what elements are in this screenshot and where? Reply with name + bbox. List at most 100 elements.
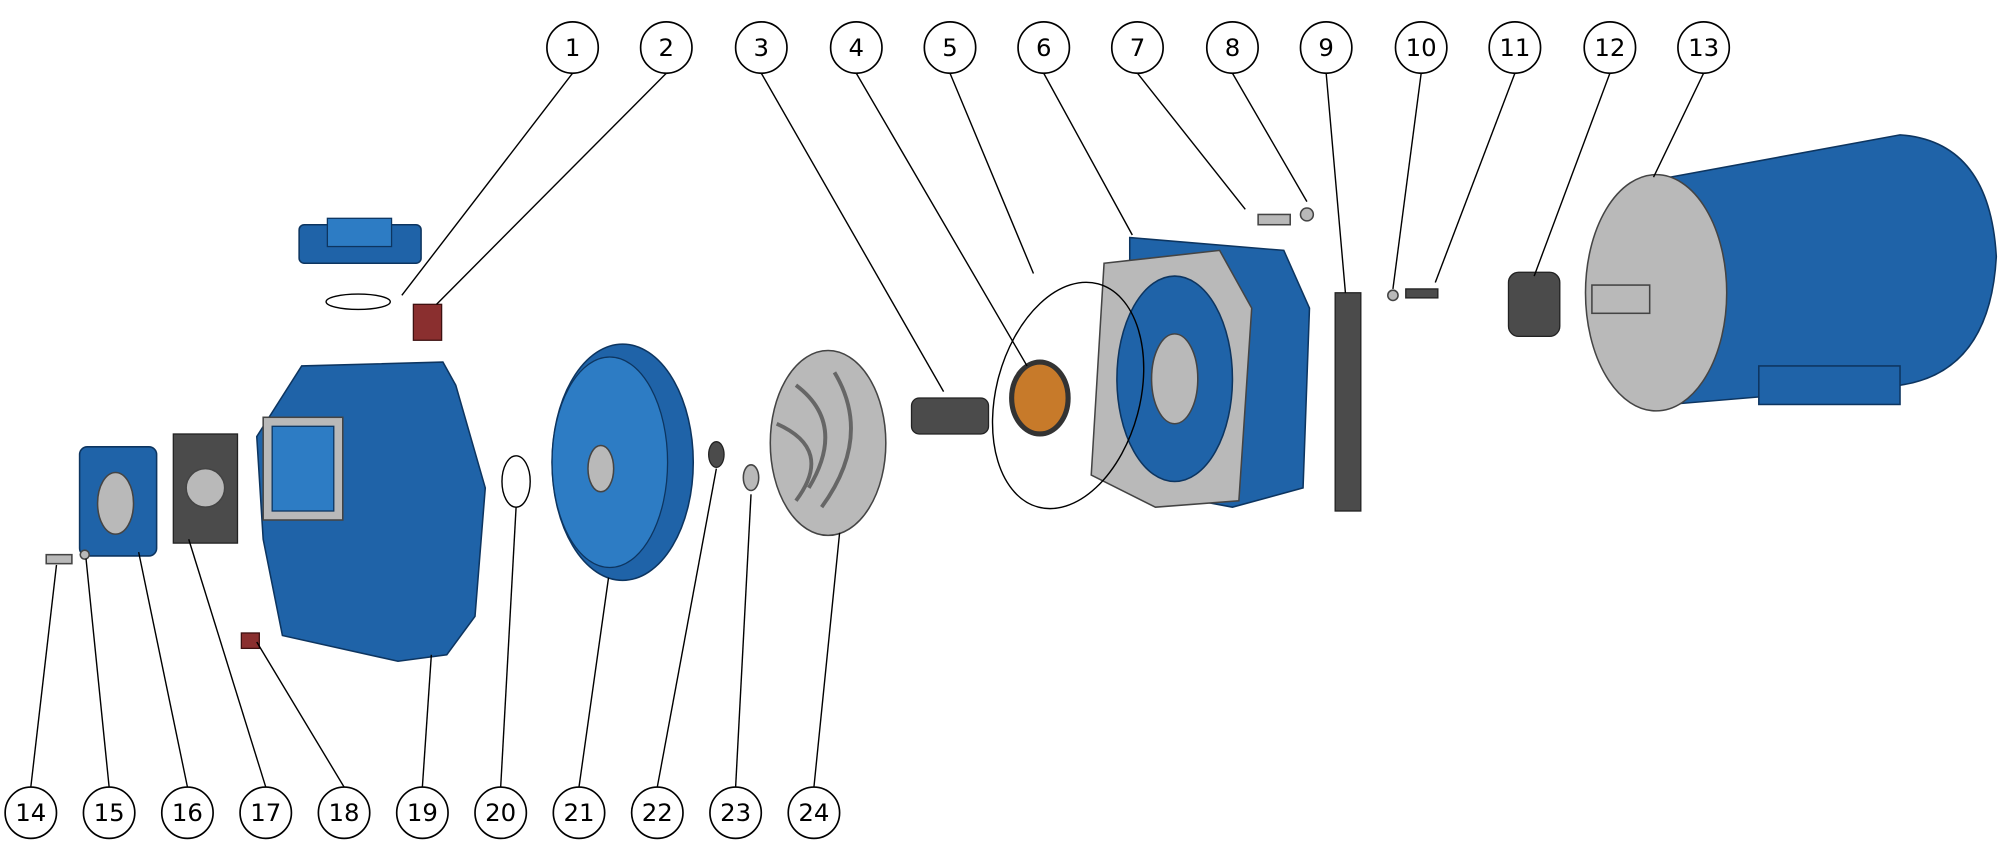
balloon-circle [239, 786, 293, 840]
balloon-label: 6 [1036, 33, 1052, 62]
balloon-label: 9 [1318, 33, 1334, 62]
leader-line [949, 72, 1035, 274]
balloon-label: 10 [1406, 33, 1437, 62]
leader-lines [30, 72, 1705, 788]
leader-line [813, 532, 841, 788]
leader-line [435, 72, 667, 305]
balloon: 6 [1017, 21, 1071, 75]
motor-adapter [1090, 236, 1311, 508]
balloon-label: 3 [754, 33, 770, 62]
leader-line [1392, 73, 1422, 290]
balloon-circle [1394, 21, 1448, 75]
balloon-label: 2 [659, 33, 675, 62]
balloon: 8 [1205, 21, 1259, 75]
balloon: 1 [546, 21, 600, 75]
coupling [1507, 271, 1561, 338]
balloon: 12 [1583, 21, 1637, 75]
balloon-circle [787, 786, 841, 840]
washer [1387, 289, 1399, 302]
fill-o-ring [325, 293, 391, 311]
motor [1584, 134, 1998, 412]
balloon-label: 23 [720, 798, 751, 827]
leader-line [256, 641, 345, 788]
balloon-label: 7 [1130, 33, 1146, 62]
washer [79, 549, 90, 560]
leader-line [1533, 72, 1611, 277]
balloon: 3 [734, 21, 788, 75]
balloon: 24 [787, 786, 841, 840]
balloon-circle [923, 21, 977, 75]
washer [1299, 207, 1315, 222]
balloon-circle [1583, 21, 1637, 75]
balloon: 2 [639, 21, 693, 75]
leader-line [1231, 72, 1308, 202]
bracket-bar [1334, 292, 1362, 512]
balloon-label: 13 [1688, 33, 1719, 62]
balloon-circle [639, 21, 693, 75]
leader-line [85, 558, 110, 788]
leader-line [855, 72, 1028, 367]
leader-line [499, 507, 517, 788]
leader-line [30, 564, 58, 788]
balloon: 18 [317, 786, 371, 840]
balloon-label: 20 [485, 798, 516, 827]
balloon-label: 18 [329, 798, 360, 827]
balloon-label: 11 [1499, 33, 1530, 62]
balloon-circle [1488, 21, 1542, 75]
o-ring [501, 455, 531, 508]
balloon-circle [829, 21, 883, 75]
balloon: 14 [4, 786, 58, 840]
balloon: 13 [1677, 21, 1731, 75]
balloon: 17 [239, 786, 293, 840]
fill-plug [412, 303, 443, 341]
leader-line [401, 72, 574, 296]
bolt [45, 553, 73, 565]
balloon: 15 [82, 786, 136, 840]
balloon: 10 [1394, 21, 1448, 75]
wear-plate [551, 343, 695, 582]
nut [708, 441, 725, 469]
balloon: 5 [923, 21, 977, 75]
balloon: 16 [160, 786, 214, 840]
balloon-circle [552, 786, 606, 840]
balloon-label: 1 [565, 33, 581, 62]
balloon: 4 [829, 21, 883, 75]
balloon-label: 22 [642, 798, 673, 827]
mechanical-seal [1009, 359, 1071, 437]
balloon-circle [4, 786, 58, 840]
impeller [769, 349, 887, 537]
balloon: 21 [552, 786, 606, 840]
balloon-circle [82, 786, 136, 840]
balloon-label: 15 [94, 798, 125, 827]
balloon-circle [1677, 21, 1731, 75]
leader-line [578, 577, 610, 788]
leader-line [1434, 72, 1516, 283]
balloon-label: 24 [798, 798, 829, 827]
balloon-circle [1299, 21, 1353, 75]
leader-line [656, 468, 718, 788]
leader-line [734, 494, 752, 788]
balloon-circle [474, 786, 528, 840]
balloon-label: 21 [563, 798, 594, 827]
balloon-circle [630, 786, 684, 840]
parts [45, 134, 1998, 663]
leader-line [760, 72, 945, 392]
shaft-sleeve [910, 397, 990, 435]
leader-line [137, 551, 189, 788]
leader-line [188, 539, 267, 788]
balloon: 7 [1110, 21, 1164, 75]
balloon-label: 19 [407, 798, 438, 827]
balloon-label: 4 [849, 33, 865, 62]
balloon: 11 [1488, 21, 1542, 75]
leader-line [1652, 72, 1705, 178]
bolt [1257, 213, 1291, 226]
balloon-label: 16 [172, 798, 203, 827]
leader-line [1136, 72, 1246, 210]
pump-casing [255, 361, 487, 663]
balloon: 23 [709, 786, 763, 840]
balloon-circle [1205, 21, 1259, 75]
balloon: 9 [1299, 21, 1353, 75]
